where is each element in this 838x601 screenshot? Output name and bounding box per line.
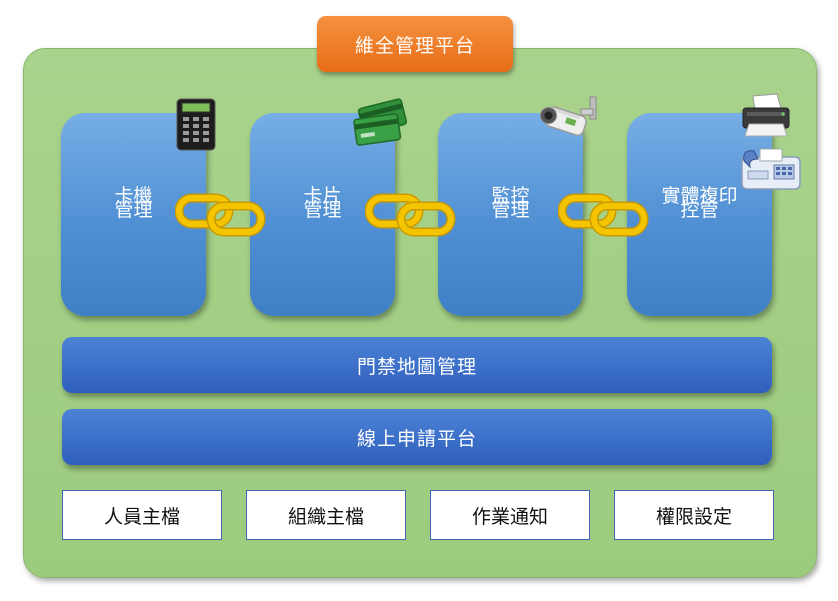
module-label-line2: 控管 [680, 198, 719, 221]
permission-settings-box: 權限設定 [614, 490, 774, 540]
online-application-platform-bar: 線上申請平台 [62, 409, 772, 465]
module-physical-copy: 實體複印控管 [627, 113, 772, 316]
module-label-line1: 卡機 [114, 184, 153, 207]
access-map-management-bar: 門禁地圖管理 [62, 337, 772, 393]
cctv-camera-icon [539, 96, 597, 136]
module-label-line1: 監控 [491, 184, 530, 207]
module-label-line2: 管理 [491, 198, 530, 221]
organization-master-box: 組織主檔 [246, 490, 406, 540]
module-label-line2: 管理 [303, 198, 342, 221]
cards-icon [353, 98, 408, 146]
platform-title: 維全管理平台 [317, 16, 513, 72]
chain-link-icon [175, 193, 266, 237]
fax-machine-icon [741, 148, 801, 190]
module-label-line1: 實體複印 [661, 184, 738, 207]
card-reader-icon [176, 98, 216, 151]
printer-icon [742, 93, 790, 137]
chain-link-icon [365, 193, 456, 237]
module-label-line1: 卡片 [303, 184, 342, 207]
personnel-master-box: 人員主檔 [62, 490, 222, 540]
module-label-line2: 管理 [114, 198, 153, 221]
job-notification-box: 作業通知 [430, 490, 590, 540]
chain-link-icon [558, 193, 649, 237]
